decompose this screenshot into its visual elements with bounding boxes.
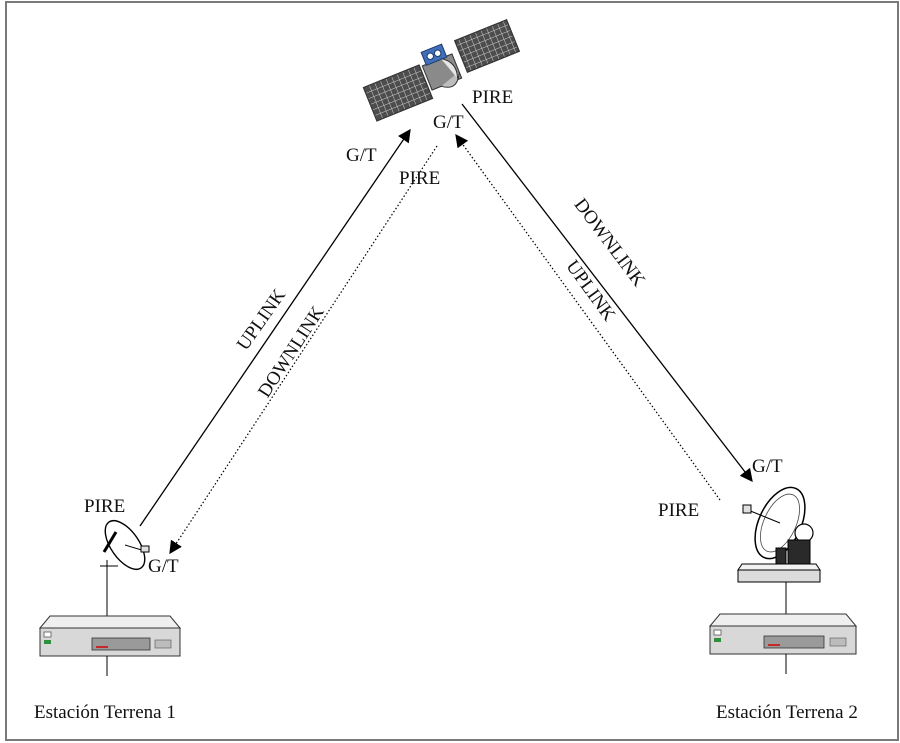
station2-gt-label: G/T	[752, 456, 783, 477]
station1-name: Estación Terrena 1	[34, 702, 176, 723]
receiver-box-icon	[38, 615, 182, 657]
station2-name: Estación Terrena 2	[716, 702, 858, 723]
station1-gt-label: G/T	[148, 556, 179, 577]
station1-pire-label: PIRE	[84, 496, 125, 517]
satellite-gt-label-left: G/T	[346, 145, 377, 166]
satellite-pire-label: PIRE	[472, 87, 513, 108]
downlink-arrow-station2	[461, 103, 753, 483]
receiver-box-icon-2	[708, 613, 858, 655]
dish-antenna-icon	[100, 519, 150, 620]
satellite-icon	[362, 18, 521, 122]
satellite-pire-label-left: PIRE	[399, 168, 440, 189]
uplink-arrow-station2	[455, 133, 721, 501]
station2-pire-label: PIRE	[658, 500, 699, 521]
satellite-gt-label-right: G/T	[433, 112, 464, 133]
uplink-arrow-station1	[139, 128, 411, 527]
large-dish-antenna-icon	[737, 486, 821, 583]
